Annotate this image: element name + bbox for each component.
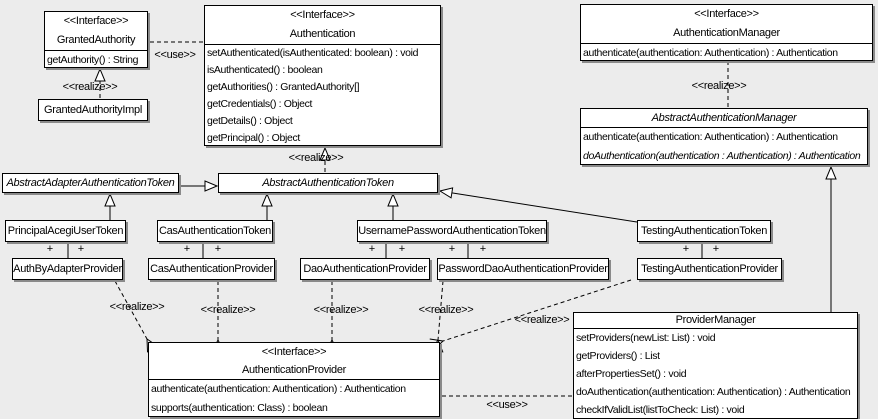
association-plus-marker: + [398,243,406,255]
class-box-cas-authentication-token[interactable]: CasAuthenticationToken [157,220,273,242]
class-method: getCredentials() : Object [207,98,313,110]
association-plus-marker: + [214,243,222,255]
class-box-principal-acegi-user-token[interactable]: PrincipalAcegiUserToken [5,220,126,242]
association-plus-marker: + [448,243,456,255]
class-box-dao-authentication-provider[interactable]: DaoAuthenticationProvider [300,258,430,280]
class-name: AuthenticationManager [673,27,780,39]
class-name: GrantedAuthority [56,34,136,46]
class-stereotype: <<Interface>> [63,15,129,27]
class-stereotype: <<Interface>> [261,346,327,358]
class-name: TestingAuthenticationProvider [641,263,778,275]
class-name: TestingAuthenticationToken [640,225,768,237]
class-name: ProviderManager [675,314,756,326]
class-name: CasAuthenticationProvider [150,263,273,275]
association-plus-marker: + [368,243,376,255]
edge-generalization-testingauthenticationtoken [438,187,638,223]
class-name: AuthByAdapterProvider [13,263,122,275]
class-method: getPrincipal() : Object [207,132,300,144]
realize-stereotype-label: <<realize>> [691,80,747,92]
realize-stereotype-label: <<realize>> [200,304,256,316]
class-stereotype: <<Interface>> [290,9,355,21]
class-box-authentication-manager[interactable]: <<Interface>> AuthenticationManager auth… [580,4,873,61]
association-plus-marker: + [46,243,54,255]
class-name: PasswordDaoAuthenticationProvider [438,263,608,275]
realize-stereotype-label: <<realize>> [514,314,570,326]
class-box-granted-authority[interactable]: <<Interface>> GrantedAuthority getAuthor… [44,11,148,68]
class-box-authentication-provider[interactable]: <<Interface>> AuthenticationProvider aut… [148,342,440,417]
class-name: Authentication [289,28,356,40]
class-name: AuthenticationProvider [241,364,347,376]
class-box-testing-authentication-token[interactable]: TestingAuthenticationToken [637,220,771,242]
class-box-abstract-authentication-manager[interactable]: AbstractAuthenticationManager authentica… [580,108,868,165]
class-method: setAuthenticated(isAuthenticated: boolea… [207,47,419,59]
class-method: getDetails() : Object [207,115,293,127]
use-stereotype-label: <<use>> [486,399,528,411]
class-box-username-password-authentication-token[interactable]: UsernamePasswordAuthenticationToken [357,220,547,242]
association-plus-marker: + [77,243,85,255]
realize-stereotype-label: <<realize>> [418,304,474,316]
class-box-granted-authority-impl[interactable]: GrantedAuthorityImpl [38,99,148,121]
realize-stereotype-label: <<realize>> [288,152,344,164]
class-name: AbstractAdapterAuthenticationToken [6,177,175,189]
class-name: UsernamePasswordAuthenticationToken [358,225,546,237]
class-method: getAuthority() : String [47,54,139,66]
class-method: authenticate(authentication: Authenticat… [583,47,838,59]
class-method: authenticate(authentication: Authenticat… [583,131,838,143]
realize-stereotype-label: <<realize>> [313,304,369,316]
class-box-abstract-authentication-token[interactable]: AbstractAuthenticationToken [218,173,438,193]
class-box-password-dao-authentication-provider[interactable]: PasswordDaoAuthenticationProvider [437,258,609,280]
edge-realize-passworddaoprovider [438,280,444,340]
association-plus-marker: + [712,243,720,255]
use-stereotype-label: <<use>> [154,49,196,61]
class-method: doAuthentication(authentication: Authent… [576,386,851,398]
realize-stereotype-label: <<realize>> [109,301,165,313]
class-box-cas-authentication-provider[interactable]: CasAuthenticationProvider [148,258,275,280]
class-method: doAuthentication(authentication : Authen… [583,150,861,162]
class-method: checkIfValidList(listToCheck: List) : vo… [576,404,745,416]
class-box-provider-manager[interactable]: ProviderManager setProviders(newList: Li… [573,312,858,419]
class-name: GrantedAuthorityImpl [44,104,142,116]
realize-stereotype-label: <<realize>> [62,81,118,93]
class-method: isAuthenticated() : boolean [207,64,323,76]
class-name: DaoAuthenticationProvider [303,263,427,275]
class-name: PrincipalAcegiUserToken [7,225,124,237]
association-plus-marker: + [183,243,191,255]
class-method: supports(authentication: Class) : boolea… [151,402,328,414]
class-name: AbstractAuthenticationManager [651,112,797,124]
class-method: getProviders() : List [576,350,660,362]
association-plus-marker: + [682,243,690,255]
class-box-abstract-adapter-authentication-token[interactable]: AbstractAdapterAuthenticationToken [2,173,179,193]
edge-realize-testingauthenticationprovider [443,279,632,341]
class-method: afterPropertiesSet() : void [576,368,687,380]
class-method: getAuthorities() : GrantedAuthority[] [207,81,360,93]
class-box-authentication[interactable]: <<Interface>> Authentication setAuthenti… [204,5,441,146]
class-box-testing-authentication-provider[interactable]: TestingAuthenticationProvider [637,258,782,280]
class-method: authenticate(authentication: Authenticat… [151,383,406,395]
class-box-auth-by-adapter-provider[interactable]: AuthByAdapterProvider [12,258,123,280]
association-plus-marker: + [479,243,487,255]
class-name: CasAuthenticationToken [158,225,272,237]
class-method: setProviders(newList: List) : void [576,332,716,344]
class-name: AbstractAuthenticationToken [262,177,394,189]
class-stereotype: <<Interface>> [694,8,759,20]
